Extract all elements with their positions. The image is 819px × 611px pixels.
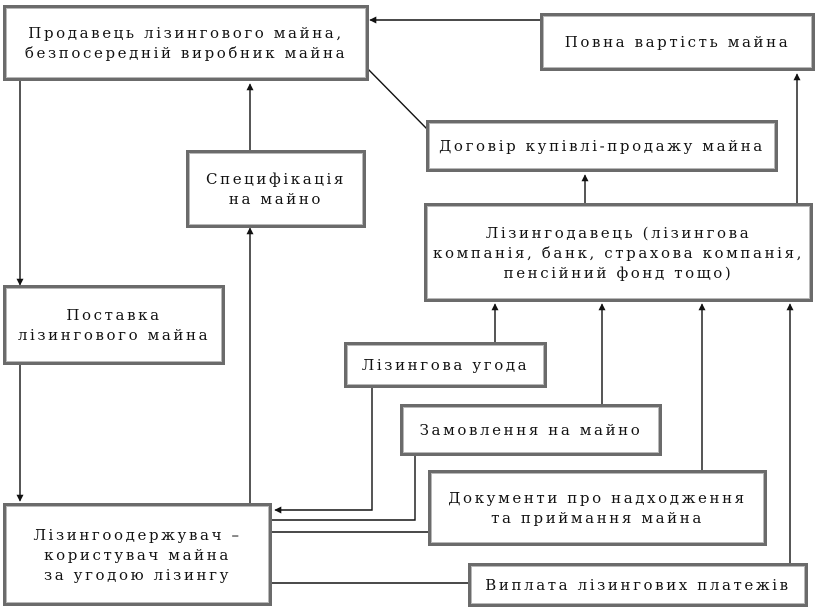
specification-box: Специфікація на майно bbox=[186, 150, 366, 228]
specification-label: Специфікація на майно bbox=[206, 170, 346, 208]
full-value-label: Повна вартість майна bbox=[564, 33, 791, 51]
purchase-contract-label: Договір купівлі-продажу майна bbox=[439, 137, 765, 155]
delivery-label: Поставка лізингового майна bbox=[17, 306, 211, 344]
lessor-box: Лізингодавець (лізингова компанія, банк,… bbox=[424, 203, 813, 302]
payments-box: Виплата лізингових платежів bbox=[468, 563, 808, 607]
seller-box: Продавець лізингового майна, безпосередн… bbox=[3, 5, 369, 81]
documents-label: Документи про надходження та приймання м… bbox=[448, 489, 747, 527]
delivery-box: Поставка лізингового майна bbox=[3, 285, 225, 365]
leasing-agreement-box: Лізингова угода bbox=[344, 342, 547, 388]
lessee-box: Лізингоодержувач – користувач майна за у… bbox=[3, 503, 272, 606]
full-value-box: Повна вартість майна bbox=[540, 13, 815, 71]
arrow-contract-to-seller bbox=[361, 62, 429, 131]
arrow-agreement-to-lessee bbox=[274, 388, 373, 514]
payments-label: Виплата лізингових платежів bbox=[485, 576, 791, 594]
seller-label: Продавець лізингового майна, безпосередн… bbox=[24, 24, 348, 62]
leasing-agreement-label: Лізингова угода bbox=[361, 356, 530, 374]
order-box: Замовлення на майно bbox=[400, 404, 662, 456]
documents-box: Документи про надходження та приймання м… bbox=[428, 470, 767, 546]
order-label: Замовлення на майно bbox=[419, 421, 643, 439]
line-lessee-to-order bbox=[272, 456, 416, 521]
lessor-label: Лізингодавець (лізингова компанія, банк,… bbox=[432, 223, 805, 282]
purchase-contract-box: Договір купівлі-продажу майна bbox=[426, 120, 778, 172]
lessee-label: Лізингоодержувач – користувач майна за у… bbox=[33, 525, 242, 584]
